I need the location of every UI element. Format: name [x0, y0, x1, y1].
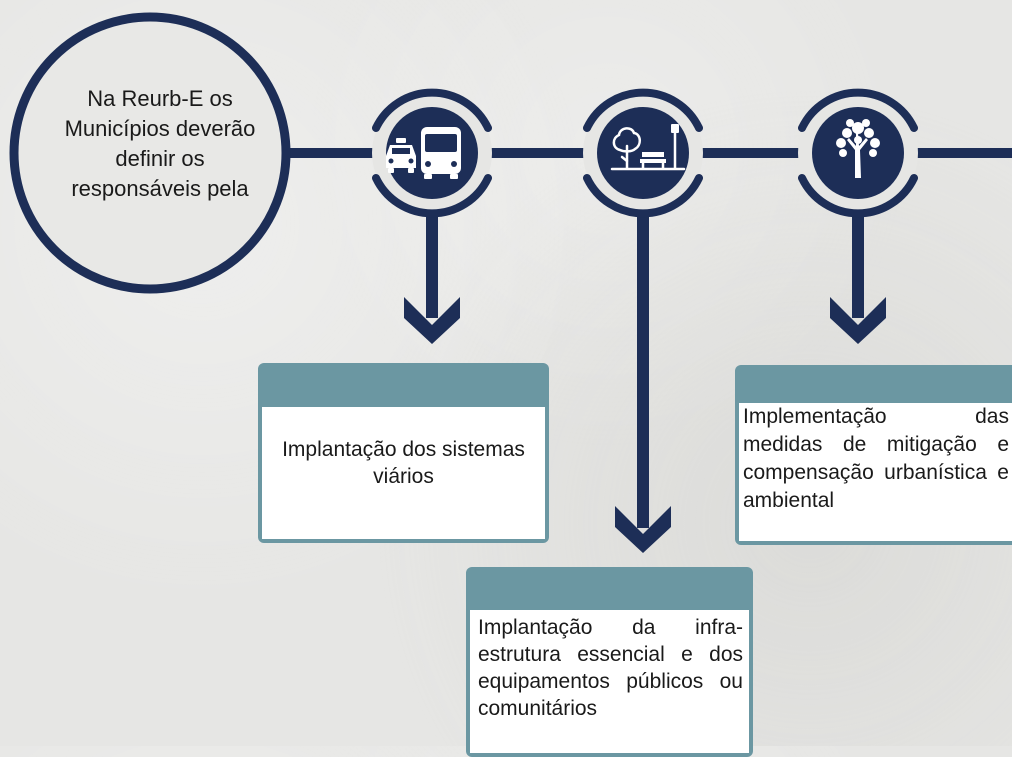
step-card-1-text: Implantação dos sistemas viários	[282, 438, 525, 488]
intro-circle	[9, 12, 291, 294]
step-card-2-text: Implantação da infra-estrutura essencial…	[470, 610, 749, 753]
car-and-bus-icon	[386, 127, 461, 179]
step-card-3-text: Implementação das medidas de mitigação e…	[739, 403, 1012, 541]
park-tree-bench-lamp-icon	[610, 124, 686, 171]
step-node-1	[372, 88, 492, 218]
step-node-3	[798, 88, 918, 218]
tree-icon	[836, 119, 880, 178]
arrow-down-3	[830, 215, 886, 344]
arrow-down-1	[404, 215, 460, 344]
arrow-down-2	[615, 215, 671, 553]
step-card-3: Implementação das medidas de mitigação e…	[735, 365, 1012, 545]
step-card-2: Implantação da infra-estrutura essencial…	[466, 567, 753, 757]
step-card-1-body: Implantação dos sistemas viários	[262, 407, 545, 539]
intro-text: Na Reurb-E os Municípios deverão definir…	[64, 86, 256, 201]
step-node-2	[583, 88, 703, 218]
step-card-1: Implantação dos sistemas viários	[258, 363, 549, 543]
